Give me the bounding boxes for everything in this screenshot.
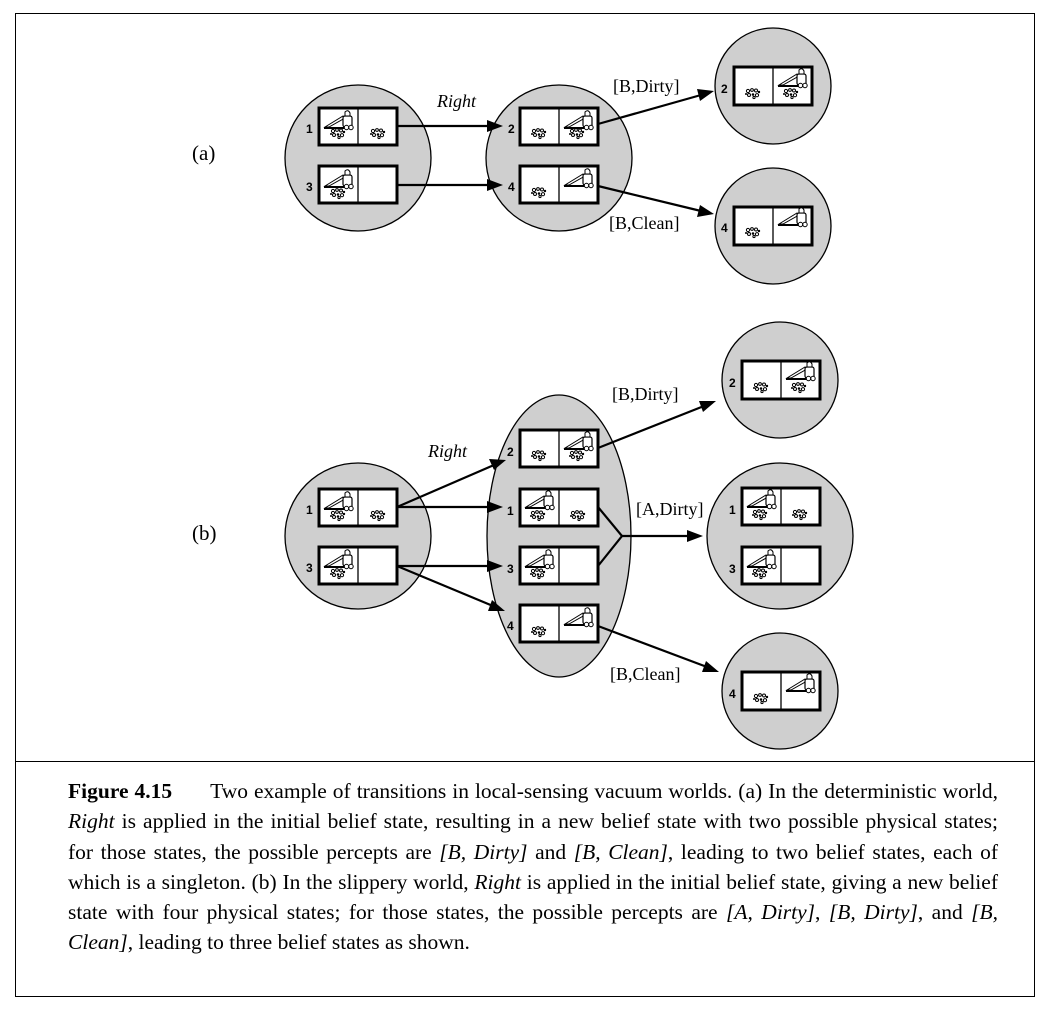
caption-percept: [A, Dirty] — [726, 900, 816, 925]
state-number: 1 — [306, 122, 313, 136]
figure-divider — [15, 761, 1035, 762]
state-number: 4 — [508, 180, 515, 194]
edge-b-right-1-1 — [397, 501, 503, 513]
state-number: 3 — [306, 561, 313, 575]
panel-b-label: (b) — [192, 521, 217, 545]
world-state-b-result-1 — [740, 486, 822, 527]
caption-action: Right — [474, 869, 522, 894]
world-state-b-result-4 — [740, 670, 822, 712]
caption-text: is applied in the initial belief state, … — [68, 809, 998, 864]
edge-a-right-1-2 — [397, 120, 503, 132]
edge-b-right-3-3 — [397, 560, 503, 572]
state-number: 2 — [729, 376, 736, 390]
figure-caption: Figure 4.15 Two example of transitions in… — [68, 776, 998, 958]
caption-percept: [B, Dirty] — [439, 839, 528, 864]
state-number: 3 — [729, 562, 736, 576]
world-state-a4 — [518, 164, 600, 205]
caption-percept: [B, Clean] — [68, 900, 999, 955]
caption-percept: [B, Clean] — [573, 839, 668, 864]
belief-state-b-initial — [284, 462, 432, 610]
edge-a-clean — [597, 184, 714, 217]
percept-label-b-dirty: [B,Dirty] — [613, 76, 680, 96]
percept-label-b-clean: [B,Clean] — [610, 664, 680, 684]
state-number: 4 — [721, 221, 728, 235]
edge-b-right-3-4 — [396, 564, 505, 611]
percept-label-a-dirty: [A,Dirty] — [636, 499, 703, 519]
action-label-right: Right — [427, 441, 468, 461]
world-state-b-result-3 — [740, 545, 822, 586]
world-state-b-mid-2 — [518, 428, 600, 469]
action-label-right: Right — [436, 91, 477, 111]
state-number: 2 — [508, 122, 515, 136]
edge-a-dirty — [597, 89, 714, 126]
state-number: 1 — [306, 503, 313, 517]
caption-percept: [B, Dirty] — [828, 900, 918, 925]
state-number: 1 — [729, 503, 736, 517]
world-state-b1 — [317, 487, 399, 528]
caption-text: , leading to two belief states, each of … — [68, 839, 999, 894]
edge-b-a-dirty — [597, 506, 703, 567]
caption-text: is applied in the initial belief state, … — [68, 869, 998, 925]
world-state-b3 — [317, 545, 399, 586]
state-number: 4 — [729, 687, 736, 701]
caption-text: , — [815, 900, 829, 925]
edge-b-b-clean — [597, 624, 719, 672]
world-state-a2-dirty — [732, 65, 814, 107]
state-number: 1 — [507, 504, 514, 518]
caption-text: , leading to three belief states as show… — [127, 930, 470, 955]
figure-label: Figure 4.15 — [68, 779, 173, 803]
caption-text: and — [527, 839, 574, 864]
world-state-b-result-2 — [740, 359, 822, 401]
edge-a-right-3-4 — [397, 179, 503, 191]
caption-text: Two example of transitions in local-sens… — [210, 779, 999, 803]
panel-a-label: (a) — [192, 141, 215, 165]
state-number: 3 — [306, 180, 313, 194]
figure-frame — [15, 13, 1035, 997]
world-state-b-mid-3 — [518, 545, 600, 586]
world-state-b-mid-4 — [518, 603, 600, 644]
state-number: 2 — [721, 82, 728, 96]
world-state-a3 — [317, 164, 399, 205]
percept-label-b-clean: [B,Clean] — [609, 213, 679, 233]
percept-label-b-dirty: [B,Dirty] — [612, 384, 679, 404]
world-state-a2 — [518, 106, 600, 147]
edge-b-right-1-2 — [396, 459, 506, 509]
state-number: 3 — [507, 562, 514, 576]
belief-state-b-a-dirty — [706, 462, 854, 610]
caption-action: Right — [68, 809, 115, 834]
state-number: 4 — [507, 619, 514, 633]
caption-text: , and — [917, 900, 972, 925]
world-state-a1 — [317, 106, 399, 147]
state-number: 2 — [507, 445, 514, 459]
world-state-b-mid-1 — [518, 487, 600, 528]
edge-b-b-dirty — [597, 401, 716, 450]
world-state-a4-clean — [732, 205, 814, 247]
